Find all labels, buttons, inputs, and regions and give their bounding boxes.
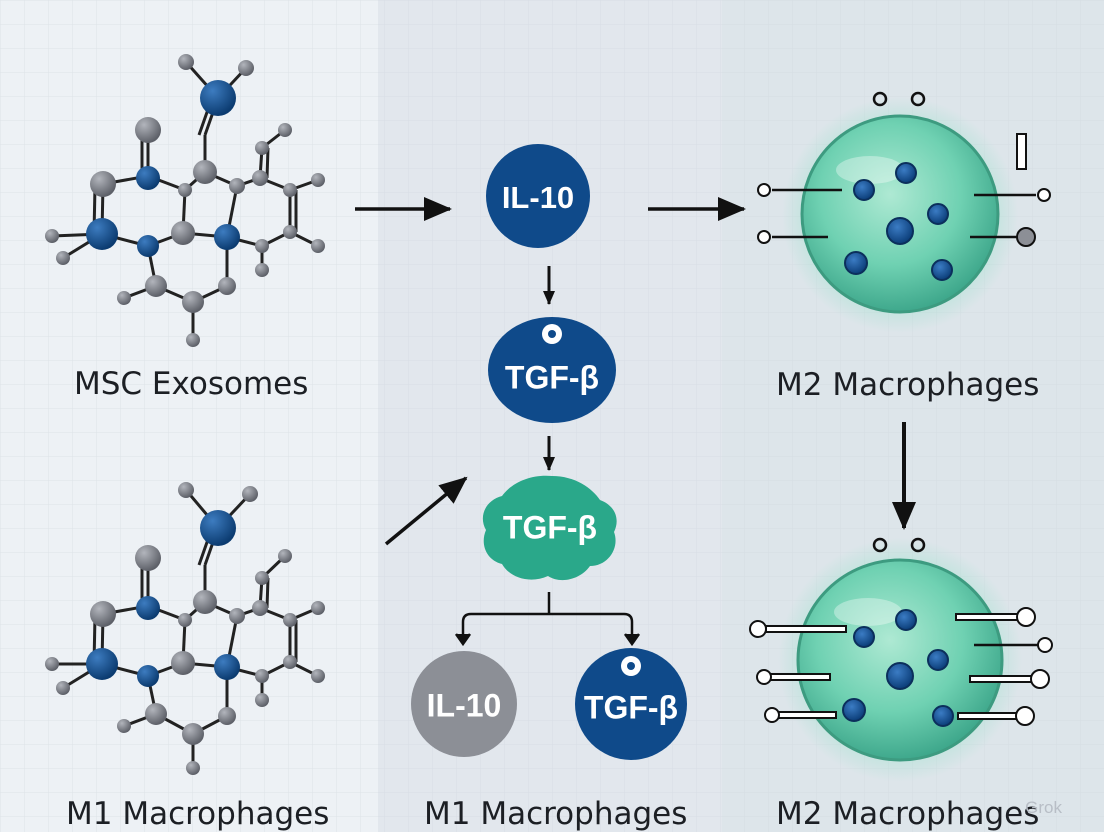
label-m1-macrophages-left: M1 Macrophages (66, 796, 330, 832)
tgfb-label-bottom: TGF-β (583, 689, 679, 726)
tgfb-node-mid (488, 317, 616, 423)
arrow-m1-to-tgfb (384, 476, 468, 546)
arrow-branch (454, 592, 641, 647)
il10-node-top (486, 144, 590, 248)
tgfb-cloud-node (482, 475, 617, 581)
molecule-msc-exosomes (45, 54, 325, 347)
il10-label-bottom: IL-10 (426, 687, 502, 724)
molecule-m1-macrophages (45, 482, 325, 775)
il10-node-bottom (411, 651, 517, 757)
tgfb-label-mid: TGF-β (504, 359, 600, 396)
m2-macrophage-cell-top (757, 91, 1051, 333)
watermark: Grok (1025, 798, 1062, 817)
label-m2-macrophages-top: M2 Macrophages (776, 367, 1040, 403)
m2-macrophage-cell-bottom (749, 537, 1053, 782)
tgfb-label-cloud: TGF-β (502, 509, 598, 546)
label-m1-macrophages-center: M1 Macrophages (424, 796, 688, 832)
label-msc-exosomes: MSC Exosomes (74, 366, 309, 402)
il10-label-top: IL-10 (501, 180, 575, 215)
tgfb-node-bottom (575, 648, 687, 760)
label-m2-macrophages-bottom: M2 Macrophages (776, 796, 1040, 832)
